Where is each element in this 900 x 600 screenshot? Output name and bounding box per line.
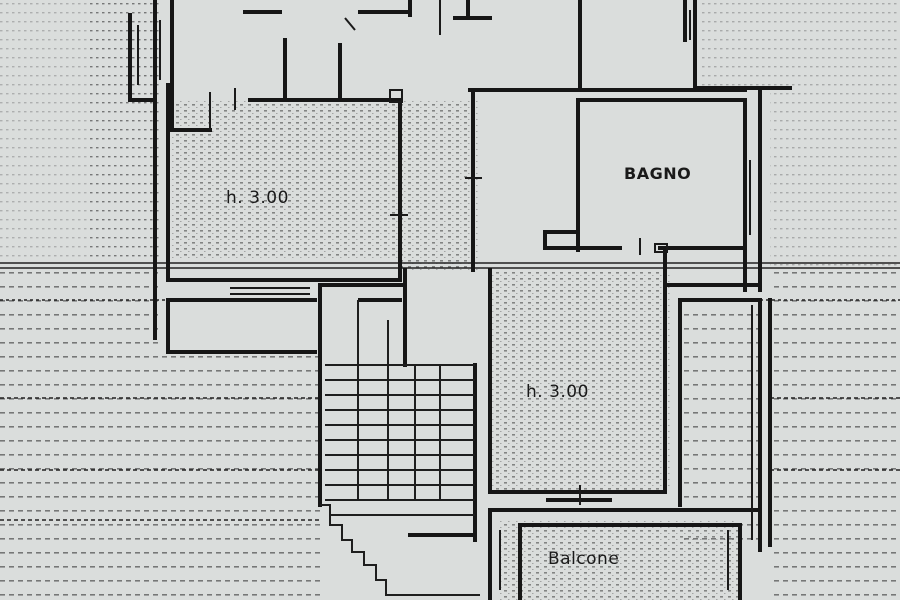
walls — [128, 0, 792, 600]
stair-treads — [320, 300, 480, 596]
details — [137, 0, 753, 590]
room-height-label-2: h. 3.00 — [526, 382, 589, 402]
bathroom-label: BAGNO — [624, 164, 692, 183]
room-height-label-1: h. 3.00 — [226, 188, 289, 208]
balcony-label: Balcone — [548, 549, 620, 569]
